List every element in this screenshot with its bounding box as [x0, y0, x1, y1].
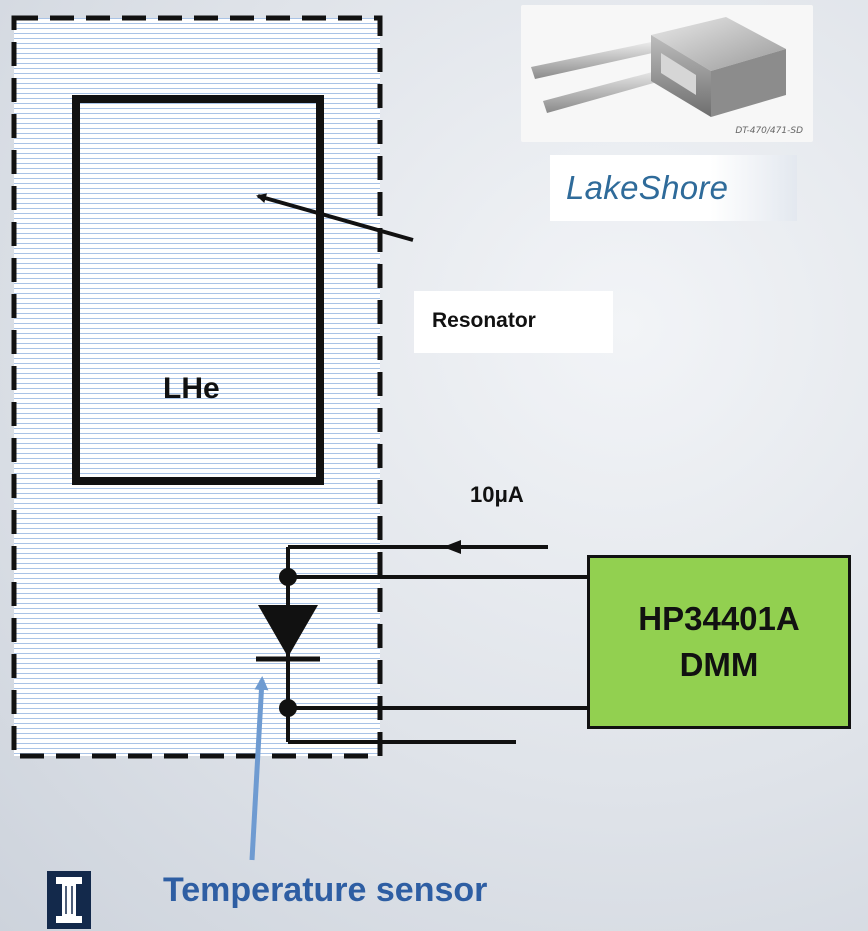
resonator-box	[72, 95, 324, 485]
temperature-sensor-label: Temperature sensor	[163, 871, 488, 909]
diode-symbol	[258, 605, 318, 657]
resonator-label: Resonator	[432, 309, 536, 332]
junction-dot-top	[279, 568, 297, 586]
university-logo-icon	[47, 871, 91, 929]
dewar-outline	[11, 15, 383, 759]
sensor-photo: DT-470/471-SD	[521, 5, 813, 142]
current-label: 10μA	[470, 482, 524, 507]
sensor-photo-drawing	[531, 17, 786, 117]
dmm-type-label: DMM	[679, 646, 759, 683]
brand-name: LakeShore	[566, 169, 729, 206]
part-number-caption: DT-470/471-SD	[735, 126, 803, 136]
brand-logo: LakeShore	[550, 155, 797, 221]
dmm-model-label: HP34401A	[638, 600, 800, 637]
resonator-label-box: Resonator	[414, 291, 613, 353]
current-direction-arrow	[443, 540, 461, 554]
junction-dot-bottom	[279, 699, 297, 717]
sensor-pointer-arrow	[249, 676, 269, 861]
dmm-box: HP34401A DMM	[587, 555, 851, 729]
lhe-label: LHe	[163, 372, 220, 405]
resonator-pointer-arrow	[256, 193, 414, 242]
